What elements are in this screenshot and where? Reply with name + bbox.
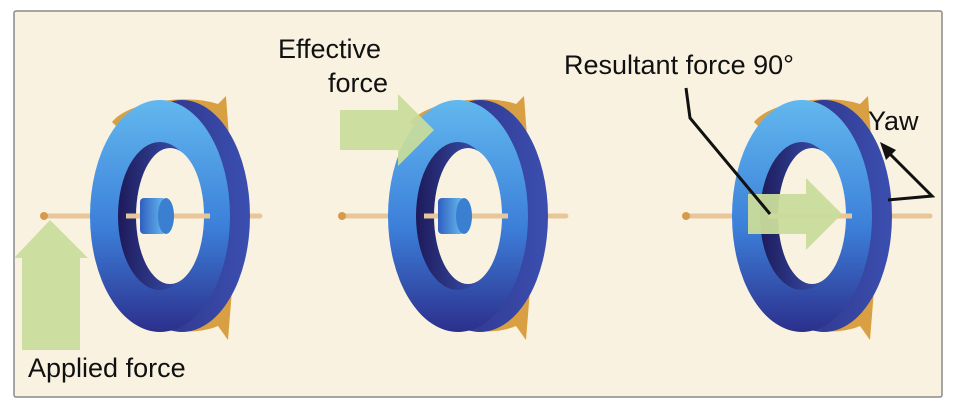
hub-cap-1 [158,198,174,234]
yaw-arrowhead [880,142,896,160]
effective-force-label-line1: Effective [278,34,381,64]
axle-end-2 [338,212,346,220]
effective-force-label-line2: force [328,68,388,98]
hub-cap-2 [456,198,472,234]
axle-end-1 [40,212,48,220]
yaw-arrow-icon [887,152,936,202]
axle-end-3 [682,212,690,220]
rotation-arrow-icon [118,290,232,340]
rotation-arrow-icon [416,290,530,340]
yaw-label: Yaw [868,106,919,136]
force-arrow-icon [340,94,434,166]
gyroscope-3 [682,87,936,340]
resultant-force-label: Resultant force 90° [564,50,794,80]
force-arrow-icon [14,220,88,350]
force-arrow-icon [748,178,842,250]
gyroscope-1 [14,96,263,350]
rotation-arrow-icon [760,290,874,340]
resultant-leader-line [684,87,772,215]
applied-force-label: Applied force [28,353,186,383]
gyroscope-2 [338,94,569,340]
